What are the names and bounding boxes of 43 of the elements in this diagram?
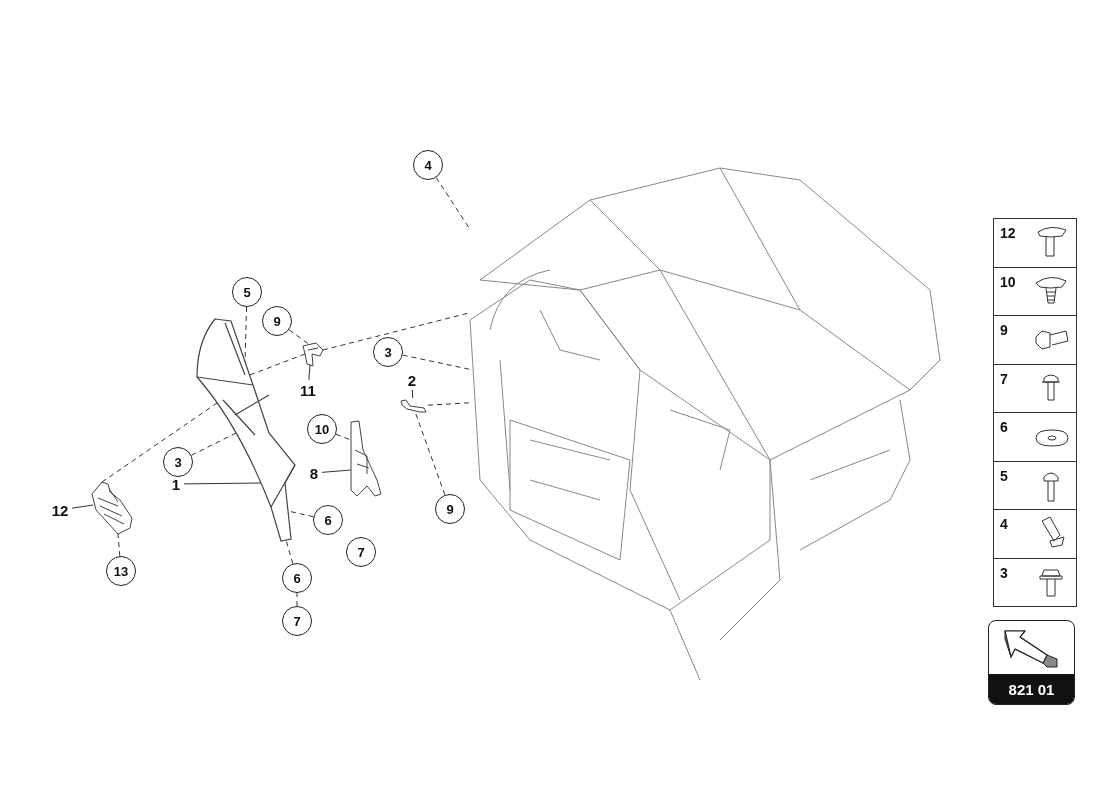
callout-number: 2 bbox=[404, 370, 420, 390]
leader-line bbox=[402, 354, 471, 370]
guide-line bbox=[296, 592, 298, 607]
callout-number: 6 bbox=[282, 563, 312, 593]
part-number: 7 bbox=[1000, 370, 1008, 387]
leader-line bbox=[435, 177, 471, 230]
leader-line bbox=[71, 504, 94, 509]
part-number: 3 bbox=[1000, 564, 1008, 581]
leader-line bbox=[117, 533, 121, 557]
callout-number: 3 bbox=[373, 337, 403, 367]
callout-number: 13 bbox=[106, 556, 136, 586]
part-number: 6 bbox=[1000, 419, 1008, 435]
callout-number: 7 bbox=[282, 606, 312, 636]
callout-number: 5 bbox=[232, 277, 262, 307]
part-number: 5 bbox=[1000, 467, 1008, 484]
leader-line bbox=[308, 364, 311, 381]
callout-number: 7 bbox=[346, 537, 376, 567]
callout-number: 9 bbox=[435, 494, 465, 524]
leader-line bbox=[285, 539, 294, 565]
leader-line bbox=[183, 482, 262, 485]
part-number: 4 bbox=[1000, 516, 1008, 532]
leader-line bbox=[288, 329, 311, 346]
callout-number: 8 bbox=[306, 463, 322, 483]
guide-line bbox=[427, 402, 471, 406]
guide-line bbox=[249, 353, 306, 376]
leader-line bbox=[415, 413, 446, 496]
callout-number: 10 bbox=[307, 414, 337, 444]
part-number: 10 bbox=[1000, 273, 1016, 290]
callout-number: 4 bbox=[413, 150, 443, 180]
part-number: 9 bbox=[1000, 322, 1008, 338]
diagram-number-label: 821 01 bbox=[989, 674, 1074, 704]
leader-line bbox=[335, 433, 352, 441]
callout-number: 1 bbox=[168, 474, 184, 494]
guide-line bbox=[101, 402, 218, 483]
callout-number: 9 bbox=[262, 306, 292, 336]
callout-number: 12 bbox=[48, 500, 72, 520]
leader-line bbox=[321, 469, 352, 473]
callout-number: 6 bbox=[313, 505, 343, 535]
part-number: 12 bbox=[1000, 225, 1016, 241]
leader-line bbox=[411, 389, 414, 399]
callout-number: 11 bbox=[297, 380, 319, 400]
callout-number: 3 bbox=[163, 447, 193, 477]
leader-line bbox=[190, 432, 237, 456]
